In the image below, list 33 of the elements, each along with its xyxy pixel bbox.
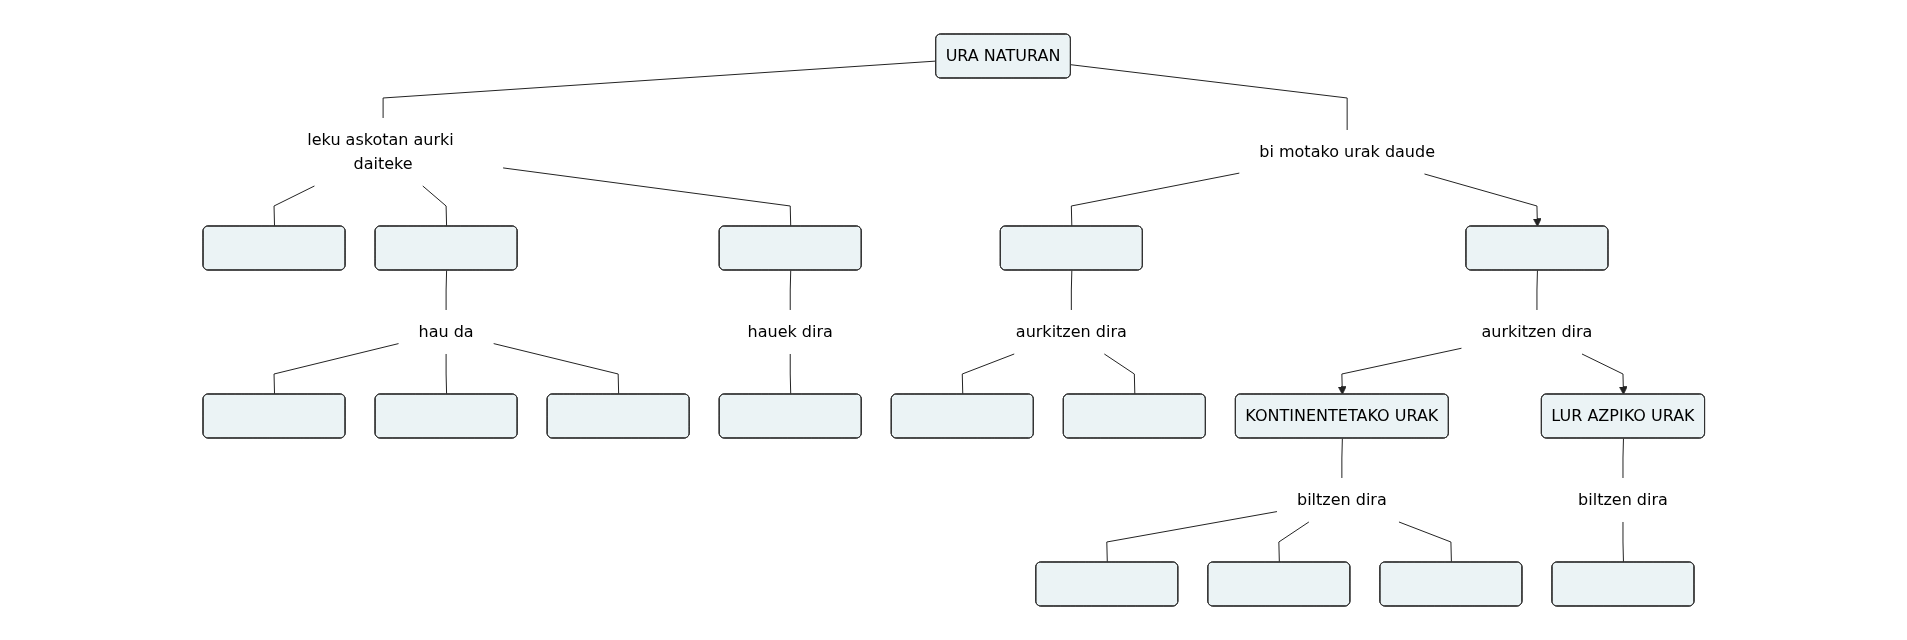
connector bbox=[789, 353, 791, 395]
node-text: hau da bbox=[418, 321, 474, 341]
connector bbox=[1536, 270, 1538, 311]
node-text: biltzen dira bbox=[1577, 489, 1668, 509]
connector bbox=[1103, 353, 1136, 395]
connector bbox=[1278, 521, 1310, 563]
node-text: biltzen dira bbox=[1296, 489, 1387, 509]
node-text: aurkitzen dira bbox=[1481, 321, 1593, 341]
connector bbox=[273, 343, 399, 395]
node-text: leku askotan aurki daiteke bbox=[307, 130, 454, 173]
connector bbox=[1070, 172, 1240, 227]
connector bbox=[1106, 511, 1278, 563]
connector bbox=[1622, 521, 1624, 563]
connector bbox=[1070, 64, 1348, 131]
node-text: hauek dira bbox=[747, 321, 833, 341]
node-text: bi motako urak daude bbox=[1259, 142, 1435, 161]
connector bbox=[445, 270, 447, 311]
connector bbox=[273, 185, 315, 227]
arrow bbox=[1423, 173, 1542, 227]
node-text: aurkitzen dira bbox=[1015, 321, 1127, 341]
connector bbox=[502, 167, 791, 227]
connector bbox=[1341, 438, 1343, 479]
connector bbox=[421, 185, 447, 227]
connector bbox=[1398, 521, 1452, 563]
connector bbox=[961, 353, 1015, 395]
arrow bbox=[1337, 347, 1462, 395]
connector bbox=[382, 60, 937, 119]
connector bbox=[789, 270, 791, 311]
connector bbox=[1070, 270, 1073, 311]
connector bbox=[492, 343, 619, 395]
connector bbox=[445, 353, 447, 395]
arrow bbox=[1581, 353, 1628, 395]
connector bbox=[1622, 438, 1624, 479]
